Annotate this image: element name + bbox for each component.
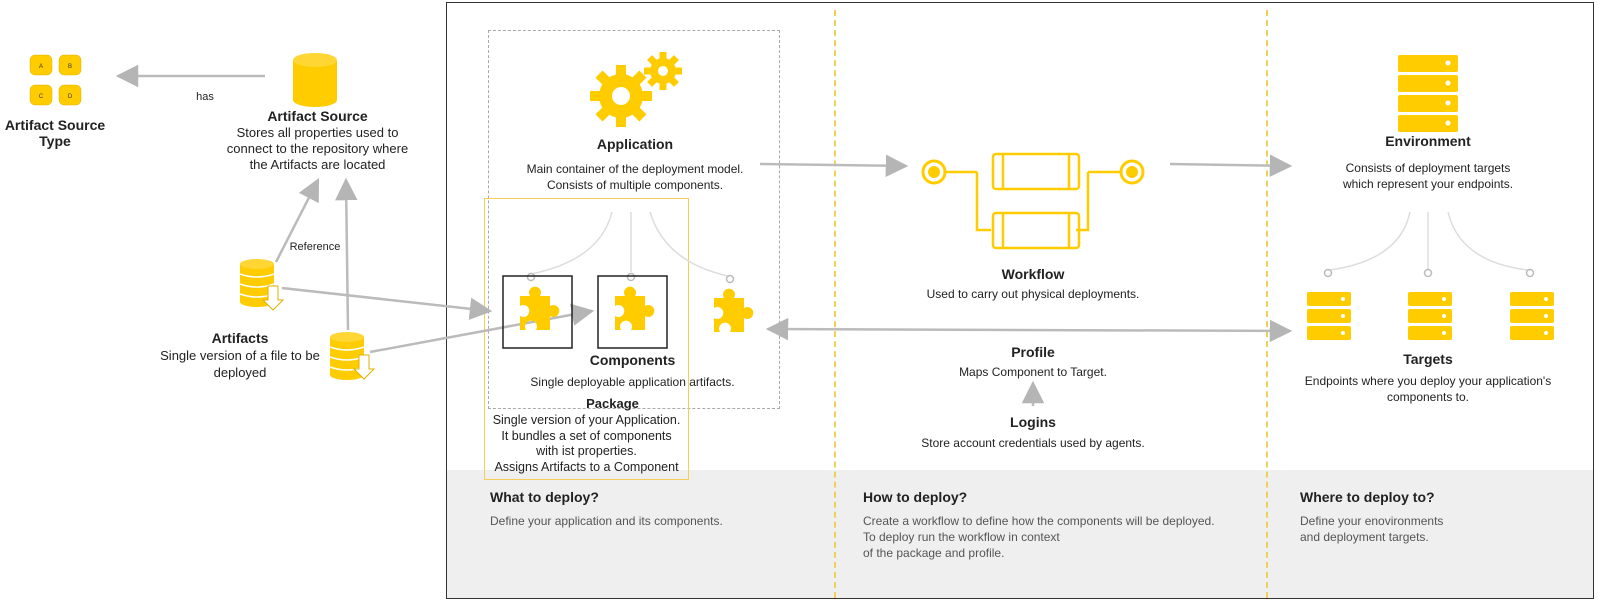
reference-arrow xyxy=(274,177,320,263)
package-title: Package xyxy=(586,396,639,411)
environment-tree-lines xyxy=(1329,211,1529,271)
artifact-db-icon-2 xyxy=(329,332,376,380)
application-desc: Main container of the deployment model. … xyxy=(526,162,744,192)
footer-what-title: What to deploy? xyxy=(490,489,599,505)
workflow-desc: Used to carry out physical deployments. xyxy=(926,287,1140,301)
footer-how-text: Create a workflow to define how the comp… xyxy=(863,514,1215,560)
component-box-2 xyxy=(597,275,668,349)
workflow-to-env-arrow xyxy=(1169,154,1293,177)
application-tree-lines xyxy=(530,211,729,277)
components-title: Components xyxy=(589,352,676,368)
profile-desc: Maps Component to Target. xyxy=(959,365,1107,379)
column-divider-2 xyxy=(1266,10,1268,598)
application-title: Application xyxy=(596,136,674,152)
database-icon xyxy=(293,53,337,107)
profile-title: Profile xyxy=(1011,344,1055,360)
artifact-source-type-label: Artifact Source Type xyxy=(4,117,106,149)
artifact-source-title: Artifact Source xyxy=(267,108,368,124)
app-to-workflow-arrow xyxy=(759,154,909,177)
environment-desc: Consists of deployment targets which rep… xyxy=(1342,161,1514,191)
source-type-letter: B xyxy=(68,64,72,70)
reference-label: Reference xyxy=(289,241,341,253)
artifact-to-component-arrow xyxy=(281,286,493,320)
artifact-source-type-icon xyxy=(29,54,82,106)
components-desc: Single deployable application artifacts. xyxy=(530,375,735,389)
footer-where-title: Where to deploy to? xyxy=(1300,489,1435,505)
target-server-icon xyxy=(1307,292,1554,340)
footer-how-title: How to deploy? xyxy=(863,489,968,505)
package-desc: Single version of your Application. It b… xyxy=(492,413,681,474)
component-box-1 xyxy=(502,275,573,349)
artifacts-desc: Single version of a file to be deployed xyxy=(160,348,320,380)
logins-title: Logins xyxy=(1010,414,1056,430)
workflow-icon xyxy=(921,152,1145,250)
gears-icon xyxy=(590,52,682,127)
artifact-db-icon xyxy=(239,259,285,311)
source-type-letter: D xyxy=(68,94,73,100)
targets-title: Targets xyxy=(1403,351,1453,367)
workflow-title: Workflow xyxy=(1001,266,1065,282)
environment-title: Environment xyxy=(1385,133,1471,149)
artifact-source-desc: Stores all properties used to connect to… xyxy=(226,125,409,172)
footer-where-text: Define your enovironments and deployment… xyxy=(1300,514,1444,544)
targets-desc: Endpoints where you deploy your applicat… xyxy=(1304,374,1552,404)
logins-desc: Store account credentials used by agents… xyxy=(921,436,1145,450)
column-divider-1 xyxy=(834,10,836,598)
artifact-to-component-arrow-2 xyxy=(369,303,595,354)
artifacts-title: Artifacts xyxy=(211,330,269,346)
server-stack-icon xyxy=(1398,55,1458,132)
deployment-model-frame xyxy=(446,2,1594,599)
profile-double-arrow xyxy=(765,317,1293,343)
has-label: has xyxy=(196,91,214,103)
source-type-letter: C xyxy=(39,94,44,100)
footer-what-text: Define your application and its componen… xyxy=(490,514,723,528)
puzzle-icon xyxy=(520,286,754,332)
package-box xyxy=(484,198,689,480)
footer-band xyxy=(447,470,1593,598)
source-type-letter: A xyxy=(39,64,43,70)
reference-arrow-2 xyxy=(335,177,358,331)
application-group-box xyxy=(488,30,780,409)
